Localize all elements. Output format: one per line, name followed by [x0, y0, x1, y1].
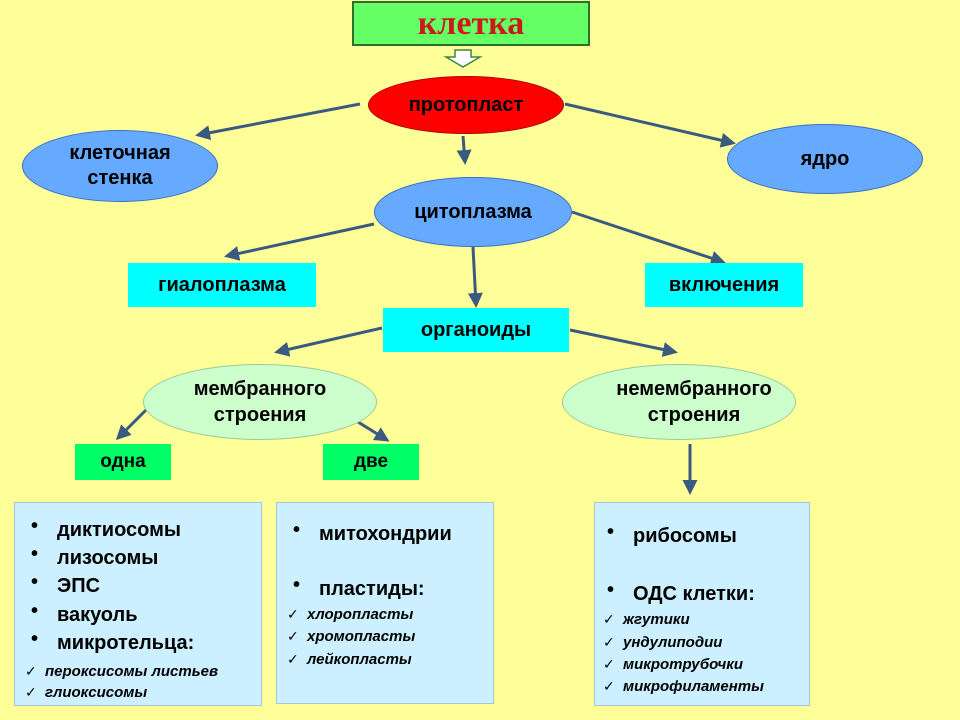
list-subitem: микрофиламенты: [623, 678, 764, 695]
membrane-structure-node: мембранного строения: [143, 364, 377, 440]
nonmembrane-structure-node: немембранного строения: [562, 364, 796, 440]
list-subitem: жгутики: [623, 611, 690, 628]
nucleus-label: ядро: [800, 147, 850, 170]
membrane-label-line1: мембранного: [193, 378, 327, 400]
hyaloplasm-label: гиалоплазма: [158, 273, 286, 296]
list-item: ОДС клетки:: [607, 579, 755, 606]
protoplast-node: протопласт: [368, 76, 564, 134]
inclusions-label: включения: [668, 273, 780, 296]
list-subitem: ундулиподии: [623, 634, 723, 651]
two-membrane-label: две: [353, 451, 389, 472]
list-subitem: хлоропласты: [307, 606, 414, 623]
list-subitem: глиоксисомы: [45, 684, 148, 701]
arrow-protoplast-cytoplasm: [456, 135, 472, 165]
check-icon: ✓: [603, 634, 615, 650]
list-item: ЭПС: [31, 571, 100, 598]
list-item: лизосомы: [31, 543, 158, 570]
arrow-membrane-one: [115, 406, 150, 441]
list-item: вакуоль: [31, 600, 137, 627]
arrow-organoids-nonmembrane: [569, 328, 678, 357]
double-membrane-list: митохондрии пластиды: ✓ хлоропласты ✓ хр…: [276, 502, 494, 704]
list-item: пластиды:: [293, 574, 424, 601]
list-item: микротельца:: [31, 628, 194, 655]
check-icon: ✓: [25, 663, 37, 679]
arrow-cytoplasm-organoids: [467, 246, 483, 308]
non-membrane-list: рибосомы ОДС клетки: ✓ жгутики ✓ ундулип…: [594, 502, 810, 706]
cytoplasm-node: цитоплазма: [374, 177, 572, 247]
cell-wall-label-line1: клеточная: [69, 142, 171, 164]
cell-wall-label-line2: стенка: [87, 167, 153, 189]
organoids-label: органоиды: [420, 318, 532, 341]
check-icon: ✓: [287, 606, 299, 622]
arrow-organoids-membrane: [274, 326, 383, 357]
check-icon: ✓: [603, 611, 615, 627]
check-icon: ✓: [603, 656, 615, 672]
diagram-title: клетка: [352, 1, 590, 46]
arrow-protoplast-nucleus: [564, 102, 736, 148]
list-item: рибосомы: [607, 521, 737, 548]
cytoplasm-label: цитоплазма: [414, 200, 532, 223]
check-icon: ✓: [25, 684, 37, 700]
list-subitem: микротрубочки: [623, 656, 744, 673]
title-down-arrow: [443, 49, 483, 68]
one-membrane-node: одна: [75, 444, 171, 480]
check-icon: ✓: [603, 678, 615, 694]
arrow-membrane-two: [357, 420, 390, 442]
protoplast-label: протопласт: [408, 93, 524, 116]
membrane-label-line2: строения: [213, 404, 307, 426]
arrow-cytoplasm-inclusions: [571, 210, 726, 266]
check-icon: ✓: [287, 651, 299, 667]
arrow-protoplast-cellwall: [195, 102, 361, 141]
check-icon: ✓: [287, 628, 299, 644]
two-membrane-node: две: [323, 444, 419, 480]
nonmembrane-label-line2: строения: [647, 404, 741, 426]
list-item: митохондрии: [293, 519, 452, 546]
cell-wall-node: клеточная стенка: [22, 130, 218, 202]
list-subitem: пероксисомы листьев: [45, 663, 218, 680]
list-subitem: хромопласты: [307, 628, 416, 645]
organoids-node: органоиды: [383, 308, 569, 352]
one-membrane-label: одна: [100, 451, 146, 472]
list-item: диктиосомы: [31, 515, 181, 542]
nonmembrane-label-line1: немембранного: [616, 378, 772, 400]
arrow-cytoplasm-hyaloplasm: [224, 222, 375, 261]
hyaloplasm-node: гиалоплазма: [128, 263, 316, 307]
nucleus-node: ядро: [727, 124, 923, 194]
single-membrane-list: диктиосомы лизосомы ЭПС вакуоль микротел…: [14, 502, 262, 706]
list-subitem: лейкопласты: [307, 651, 412, 668]
inclusions-node: включения: [645, 263, 803, 307]
